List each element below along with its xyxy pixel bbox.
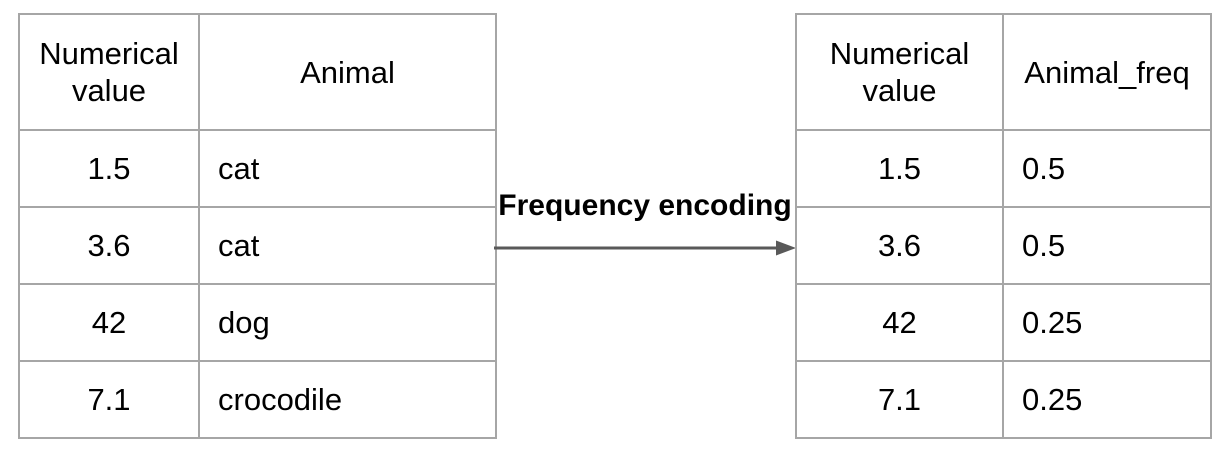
table-cell: 7.1 [18, 360, 200, 439]
column-header-numerical-value: Numerical value [18, 13, 200, 131]
transform-label: Frequency encoding [498, 189, 792, 222]
table-cell: 0.5 [1002, 206, 1212, 285]
column-header-numerical-value: Numerical value [795, 13, 1004, 131]
table-row: 3.6 cat [18, 206, 497, 285]
table-cell: crocodile [198, 360, 497, 439]
table-row: 7.1 0.25 [795, 360, 1212, 439]
table-row: 3.6 0.5 [795, 206, 1212, 285]
table-cell: 1.5 [18, 129, 200, 208]
table-cell: 0.25 [1002, 283, 1212, 362]
table-row: 42 0.25 [795, 283, 1212, 362]
table-cell: 42 [795, 283, 1004, 362]
table-cell: cat [198, 206, 497, 285]
encoded-table: Numerical value Animal_freq 1.5 0.5 3.6 … [795, 13, 1212, 439]
table-row: 42 dog [18, 283, 497, 362]
column-header-label: Numerical value [39, 36, 179, 108]
right-arrow-icon [494, 240, 796, 256]
table-row: 1.5 cat [18, 129, 497, 208]
column-header-animal: Animal [198, 13, 497, 131]
table-cell: 1.5 [795, 129, 1004, 208]
column-header-label: Numerical value [829, 36, 970, 108]
table-cell: 0.25 [1002, 360, 1212, 439]
table-cell: 3.6 [795, 206, 1004, 285]
source-table: Numerical value Animal 1.5 cat 3.6 cat 4… [18, 13, 497, 439]
table-cell: 3.6 [18, 206, 200, 285]
header-row: Numerical value Animal [18, 13, 497, 131]
table-row: 1.5 0.5 [795, 129, 1212, 208]
table-cell: 7.1 [795, 360, 1004, 439]
table-cell: 42 [18, 283, 200, 362]
column-header-animal-freq: Animal_freq [1002, 13, 1212, 131]
table-cell: 0.5 [1002, 129, 1212, 208]
table-cell: dog [198, 283, 497, 362]
table-cell: cat [198, 129, 497, 208]
table-row: 7.1 crocodile [18, 360, 497, 439]
header-row: Numerical value Animal_freq [795, 13, 1212, 131]
